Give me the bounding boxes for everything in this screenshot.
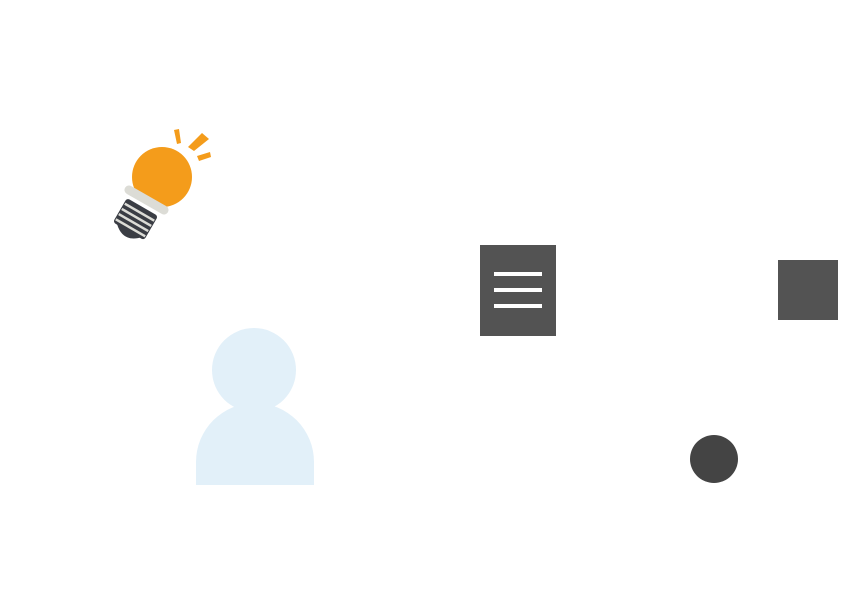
hamburger-menu-icon: [494, 272, 542, 308]
user-avatar-icon: [195, 327, 316, 485]
avatar-head: [212, 328, 296, 412]
bulb-ray: [174, 129, 181, 144]
bulb-ray: [197, 152, 211, 161]
circle-button[interactable]: [690, 435, 738, 483]
square-button[interactable]: [778, 260, 838, 320]
bulb-ray: [188, 133, 209, 151]
bulb-base-tip: [116, 222, 143, 239]
bulb-collar: [124, 185, 169, 215]
menu-button[interactable]: [480, 245, 556, 336]
lightbulb-icon: [110, 125, 220, 245]
avatar-body: [196, 403, 314, 485]
bulb-glass: [132, 147, 192, 207]
